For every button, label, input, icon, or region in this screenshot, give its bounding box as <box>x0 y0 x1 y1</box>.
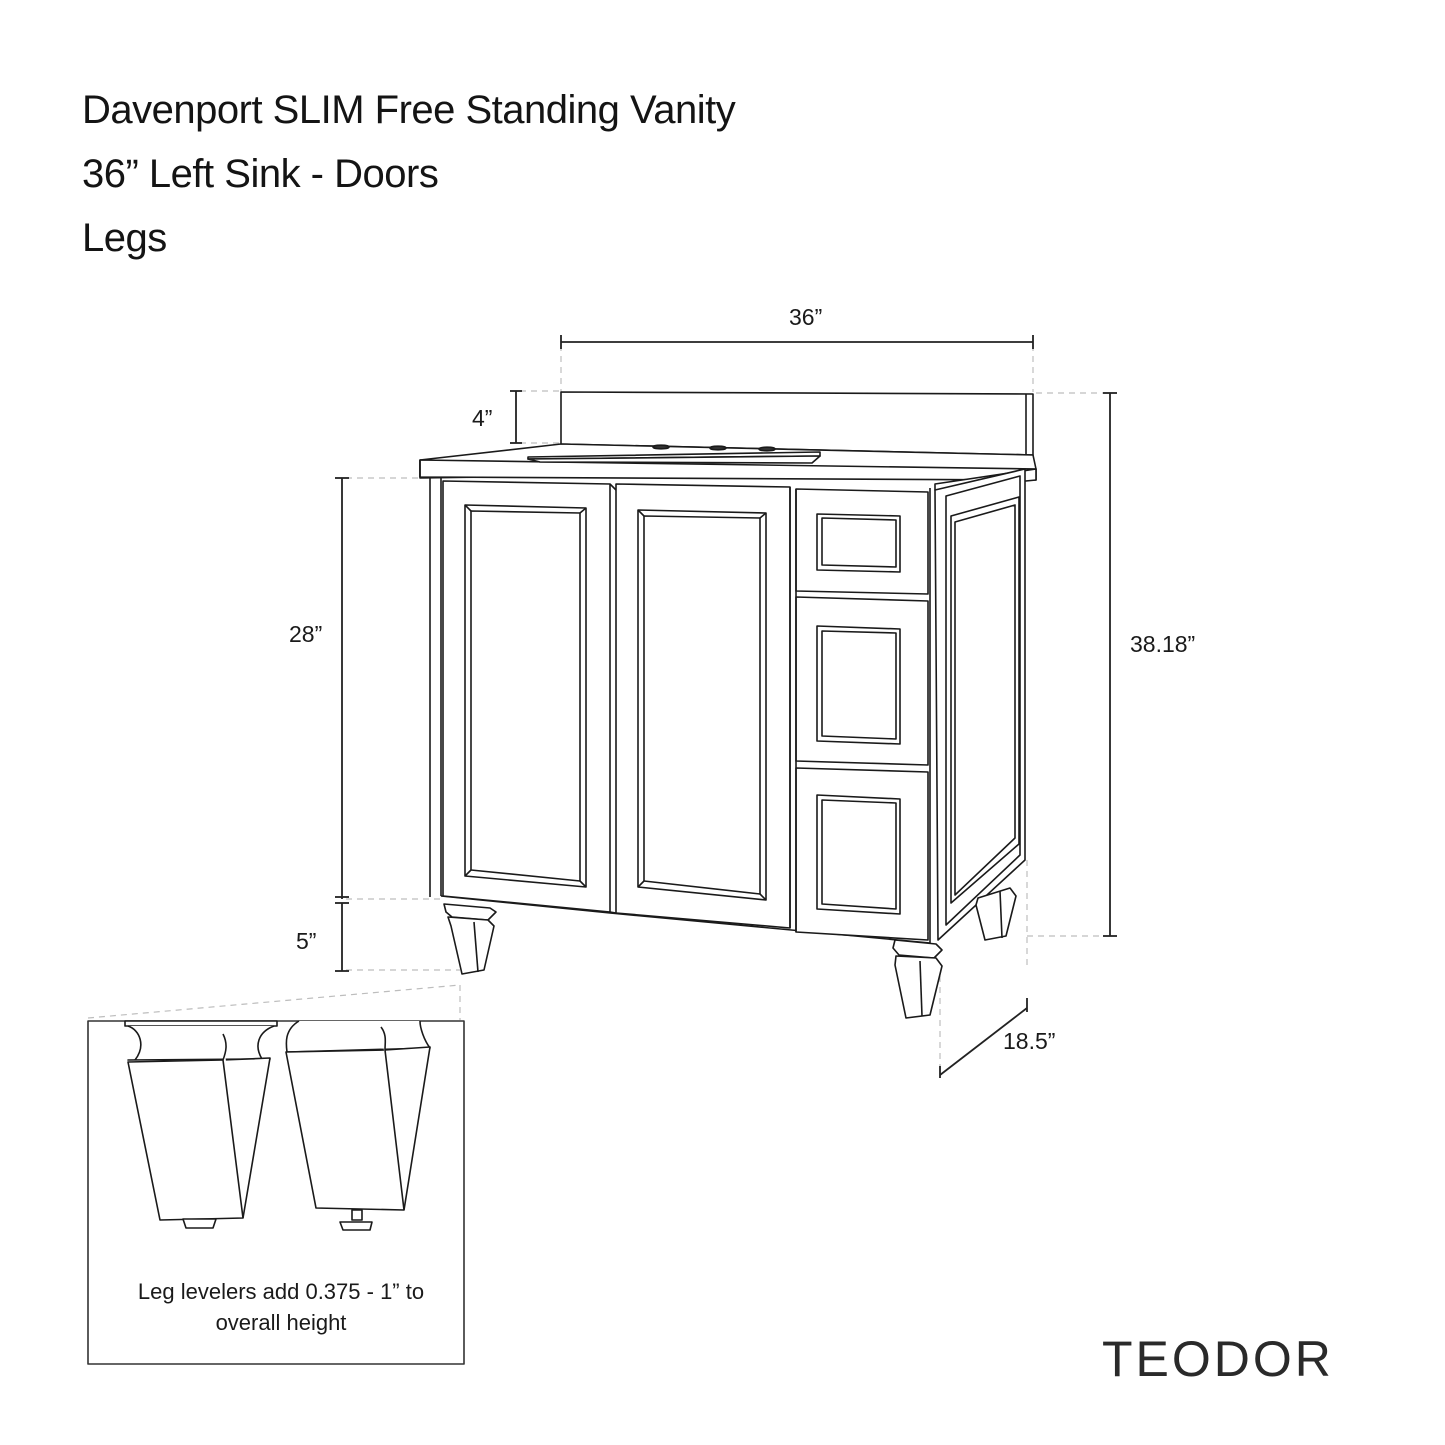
leveler-note-line1: Leg levelers add 0.375 - 1” to <box>138 1279 424 1304</box>
faucet-hole <box>652 444 670 450</box>
drawer-middle <box>795 596 929 766</box>
cabinet-side-panel <box>929 468 1026 943</box>
title-block: Davenport SLIM Free Standing Vanity 36” … <box>82 78 736 270</box>
brand-name: TEODOR <box>1102 1331 1334 1387</box>
dimension-lines <box>335 335 1117 1078</box>
countertop <box>419 443 1037 491</box>
leveler-note-line2: overall height <box>216 1310 347 1335</box>
product-subtitle: 36” Left Sink - Doors <box>82 152 439 196</box>
width-label: 36” <box>789 304 822 330</box>
leg-front-left <box>443 903 497 975</box>
drawer-bottom <box>795 767 929 941</box>
leg-leveler-inset <box>87 1020 465 1365</box>
overall-height-label: 38.18” <box>1130 631 1195 657</box>
dashed-guides <box>87 345 1105 1075</box>
drawer-top <box>795 488 929 595</box>
inset-leg-right <box>285 1020 431 1231</box>
cabinet-height-label: 28” <box>289 621 322 647</box>
backsplash-height-label: 4” <box>472 405 492 431</box>
faucet-hole <box>709 445 727 451</box>
leveler-thread-icon <box>351 1209 363 1221</box>
depth-label: 18.5” <box>1003 1028 1055 1054</box>
product-variant: Legs <box>82 216 167 260</box>
inset-leg-left <box>124 1020 278 1229</box>
leg-height-label: 5” <box>296 928 316 954</box>
brand-logo: TEODOR <box>1102 1330 1334 1388</box>
faucet-hole <box>758 446 776 452</box>
right-door <box>609 483 791 929</box>
leg-front-right <box>892 939 943 1019</box>
leg-back-right <box>975 887 1017 941</box>
product-title: Davenport SLIM Free Standing Vanity <box>82 88 736 132</box>
left-door <box>442 480 611 913</box>
